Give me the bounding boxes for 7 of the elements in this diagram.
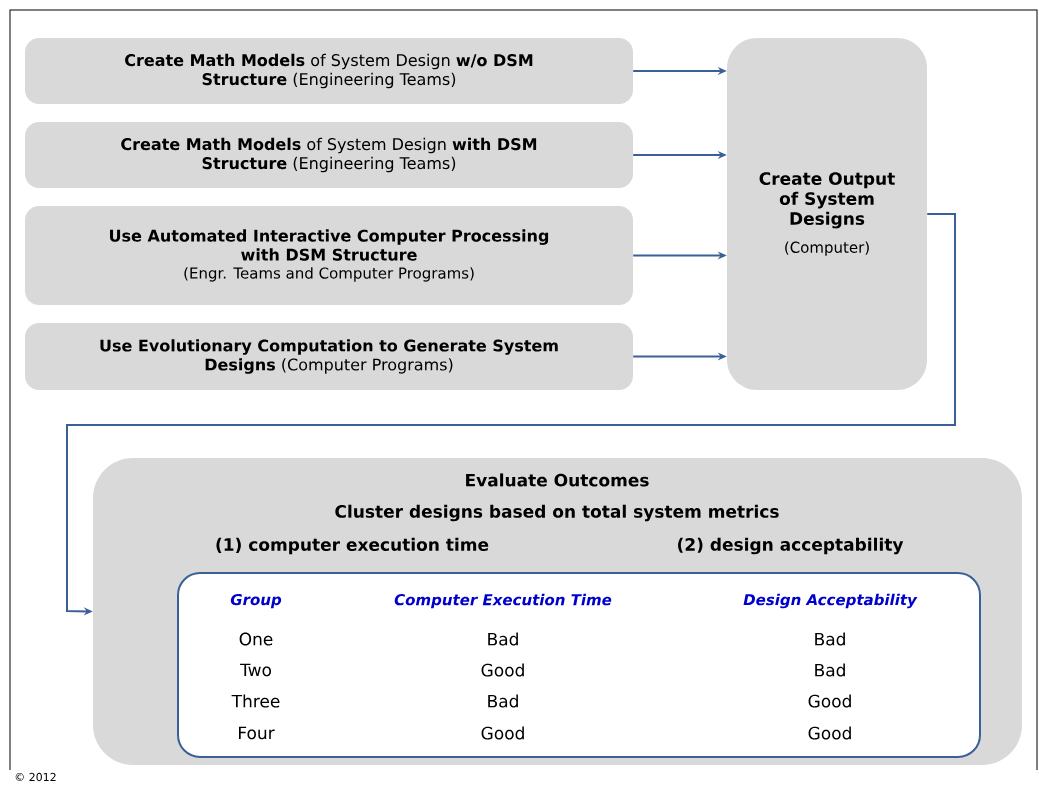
process-box: Create Math Models of System Design w/o DSM Structure (Engineering Teams) [25,38,633,104]
results-table: Group Computer Execution Time Design Acceptability One Bad Bad Two Good Bad Three Bad Good Four Good Good [177,572,981,758]
copyright-note: © 2012 [15,772,56,782]
process-box: Create Output of System Designs (Computer) [727,38,927,390]
process-box: Create Math Models of System Design with DSM Structure (Engineering Teams) [25,122,633,188]
process-box: Use Automated Interactive Computer Processing with DSM Structure (Engr. Teams and Computer Programs) [25,206,633,305]
process-box: Use Evolutionary Computation to Generate System Designs (Computer Programs) [25,323,633,390]
